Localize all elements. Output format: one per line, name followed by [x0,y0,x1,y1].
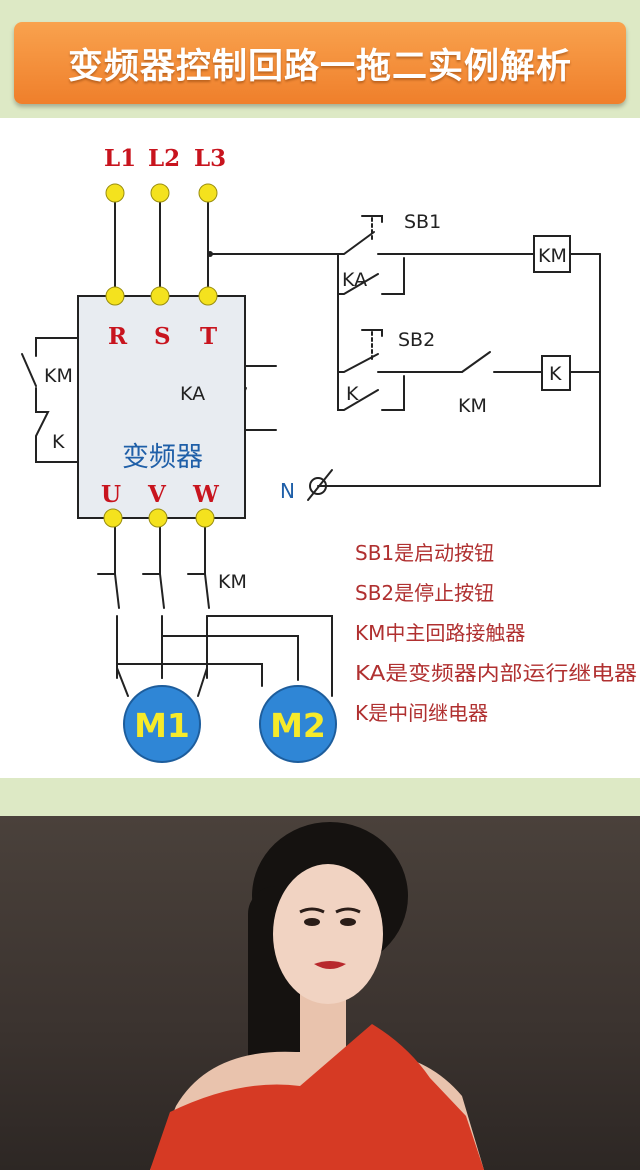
label-sb2: SB2 [398,329,435,351]
label-km-coil: KM [538,245,567,267]
page-title: 变频器控制回路一拖二实例解析 [67,46,572,87]
motor-m1 [123,685,201,763]
terminal-r [105,286,125,306]
label-l2: L2 [148,145,180,172]
title-banner: 变频器控制回路一拖二实例解析 [14,22,626,104]
note-km: KM中主回路接触器 [355,621,525,645]
motor-m1-label: M1 [134,706,190,745]
k-hold-return [381,375,405,411]
k-left-contact [35,387,79,463]
sb1-contact [337,231,375,255]
m2-feed-u [116,663,263,687]
junction-dot [207,251,213,257]
terminal-l2 [150,183,170,203]
circuit-diagram: L1 L2 L3 R S T U V W 变频器 KM K KA SB1 KA … [21,145,637,763]
label-v: V [147,481,167,508]
label-ka-hold: KA [342,269,367,291]
label-km-main: KM [218,571,247,593]
note-ka: KA是变频器内部运行继电器 [355,661,637,685]
label-w: W [192,481,220,508]
ka-hold-contact [337,253,379,295]
label-k-left: K [52,431,65,453]
km-main-contact-v [142,573,165,609]
terminal-w [195,508,215,528]
km-left-contact [21,353,37,387]
label-s: S [154,323,171,350]
label-l1: L1 [104,145,136,172]
m1-lead-w [197,637,208,697]
km-main-contact-w [187,573,210,609]
motor-m2-label: M2 [270,706,326,745]
label-k-hold: K [346,383,359,405]
terminal-l1 [105,183,125,203]
inverter-label: 变频器 [122,442,203,473]
terminal-v [148,508,168,528]
terminal-s [150,286,170,306]
presenter-dress [150,1024,484,1170]
sb2-contact [337,293,379,373]
label-t: T [200,323,217,350]
label-k-coil: K [549,363,562,385]
km-series-contact [461,351,491,373]
km-left-wire-top [35,337,79,357]
km-main-contact-u [97,573,120,609]
neutral-terminal [309,477,327,495]
terminal-t [198,286,218,306]
terminal-l3 [198,183,218,203]
presenter-face [273,864,383,1004]
label-neutral: N [280,479,295,503]
inverter-box [77,295,246,519]
neutral-slash [307,469,333,501]
note-sb1: SB1是启动按钮 [355,541,494,565]
m1-lead-u [116,637,129,697]
label-l3: L3 [194,145,226,172]
label-u: U [101,481,121,508]
ka-hold-return [381,257,405,295]
presenter-lips [314,961,346,969]
sb2-button-head [361,329,383,337]
presenter-image [150,822,484,1170]
label-sb1: SB1 [404,211,441,233]
motor-m2 [259,685,337,763]
label-ka-inside: KA [180,383,205,405]
lower-band [0,778,640,816]
presenter-video [0,816,640,1170]
m2-feed-w [206,615,333,697]
label-km-left: KM [44,365,73,387]
terminal-u [103,508,123,528]
m2-feed-v [161,635,299,681]
label-km-series: KM [458,395,487,417]
k-hold-contact [337,371,379,411]
note-sb2: SB2是停止按钮 [355,581,494,605]
note-k: K是中间继电器 [355,701,488,725]
label-r: R [108,323,128,350]
diagram-panel: L1 L2 L3 R S T U V W 变频器 KM K KA SB1 KA … [0,118,640,778]
sb1-button-head [361,215,383,223]
